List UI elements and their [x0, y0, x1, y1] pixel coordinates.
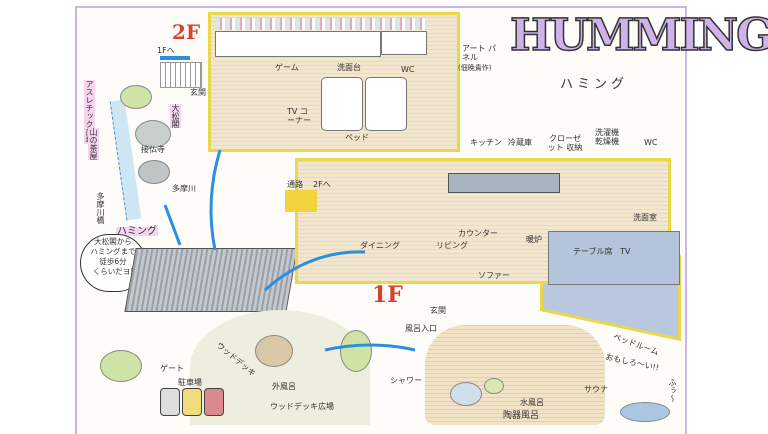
- label-outdoor-bath: 外風呂: [272, 382, 296, 391]
- bubble-line: くらいだヨ!: [92, 267, 134, 276]
- label-1f-entrance: 玄関: [430, 306, 446, 315]
- floor-1f-label: 1F: [372, 282, 403, 308]
- label-laundry: 洗濯機 乾燥機: [595, 128, 619, 146]
- title-kana: ハミング: [560, 77, 629, 92]
- wc-room: [381, 31, 427, 55]
- stairs-2f: [160, 62, 202, 88]
- car: [160, 388, 180, 416]
- car: [204, 388, 224, 416]
- floor-2f-label: 2F: [172, 20, 201, 44]
- car: [182, 388, 202, 416]
- label-sofa: ソファー: [478, 271, 510, 280]
- label-wood-deck-plaza: ウッドデッキ広場: [270, 402, 334, 411]
- bubble-line: 大松閣から: [94, 237, 132, 246]
- arrow-to-1f-icon: [160, 56, 190, 60]
- humming-logo: HUMMING: [509, 9, 768, 62]
- label-parking: 駐車場: [178, 378, 202, 387]
- label-sauna: サウナ: [584, 385, 608, 394]
- label-athletic: アスレチック広場: [84, 80, 95, 144]
- label-humming: ハミング: [116, 226, 158, 237]
- bed-1: [321, 77, 363, 131]
- label-bridge: 多摩川橋: [96, 192, 105, 224]
- outdoor-tub: [620, 402, 670, 422]
- label-living: リビング: [436, 241, 468, 250]
- label-fireplace: 暖炉: [526, 235, 542, 244]
- label-counter: カウンター: [458, 229, 498, 238]
- label-art-panel: アート パネル: [462, 44, 497, 62]
- label-art-credit: (佃晩貴作): [458, 64, 492, 72]
- floor-1f-interior: ダイニング リビング カウンター 暖炉 ソファー テーブル席 TV 洗面室: [295, 158, 680, 285]
- ceramic-bath-tub: [450, 382, 482, 406]
- tree: [340, 330, 372, 372]
- label-passage: 通路: [287, 180, 303, 189]
- label-cold-bath: 水風呂: [520, 398, 544, 407]
- label-tv-corner: TV コーナー: [287, 107, 311, 125]
- label-washroom: 洗面室: [633, 213, 657, 222]
- label-washbasin: 洗面台: [337, 63, 361, 72]
- cold-bath-tub: [484, 378, 504, 394]
- bath-area: [425, 325, 605, 425]
- label-dining: ダイニング: [360, 241, 400, 250]
- yellow-block: [285, 190, 317, 212]
- label-bed: ベッド: [345, 133, 369, 142]
- tree-cluster: [120, 85, 152, 109]
- label-closet: クローゼット 収納: [547, 134, 583, 152]
- teahouse-building: [135, 120, 171, 148]
- bed-2: [365, 77, 407, 131]
- label-game: ゲーム: [275, 63, 299, 72]
- bubble-line: 徒歩6分: [99, 257, 127, 266]
- label-shower: シャワー: [390, 376, 422, 385]
- temple-building: [138, 160, 170, 184]
- bubble-line: ハミングまで: [90, 247, 136, 256]
- label-gate: ゲート: [160, 364, 184, 373]
- label-2f-entrance: 玄関: [190, 88, 206, 97]
- label-table-seats: テーブル席: [573, 247, 613, 256]
- label-to-1f: 1Fへ: [157, 46, 175, 55]
- label-sigh: ふぅ〜: [668, 378, 677, 402]
- label-teahouse: 山の茶屋: [88, 128, 99, 160]
- house-roof: [124, 248, 298, 312]
- label-bath-entrance: 風呂入口: [405, 324, 437, 333]
- label-river: 多摩川: [172, 184, 196, 193]
- counter-wall: [215, 31, 381, 57]
- label-daishokaku: 大松閣: [170, 104, 181, 128]
- label-1f-wc: WC: [644, 138, 658, 147]
- label-kitchen: キッチン: [470, 138, 502, 147]
- window-strip: [215, 18, 427, 30]
- label-2f-wc: WC: [401, 65, 415, 74]
- kitchen-counter: [448, 173, 560, 193]
- outdoor-bath-tub: [255, 335, 293, 367]
- table-area: [548, 231, 680, 285]
- label-tv: TV: [620, 247, 631, 256]
- label-temple: 接仏寺: [141, 145, 165, 154]
- floor-1f-plan: ダイニング リビング カウンター 暖炉 ソファー テーブル席 TV 洗面室 通路…: [285, 152, 680, 292]
- label-ceramic-bath: 陶器風呂: [503, 411, 540, 421]
- floor-2f-plan: ゲーム 洗面台 WC TV コーナー ベッド: [208, 12, 460, 152]
- tree: [100, 350, 142, 382]
- label-fridge: 冷蔵庫: [508, 138, 532, 147]
- label-to-2f: 2Fへ: [313, 180, 331, 189]
